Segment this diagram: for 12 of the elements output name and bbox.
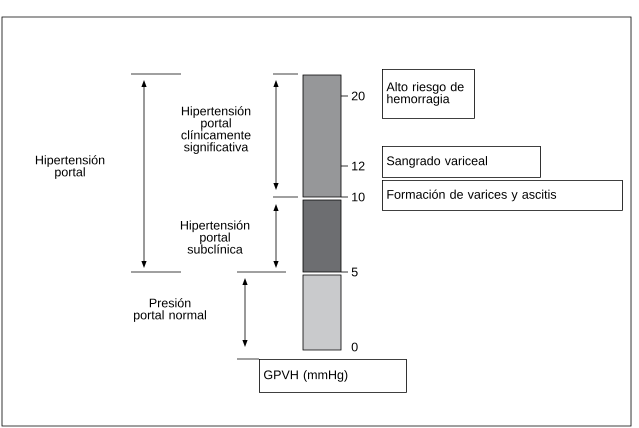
range-label: Presión portal normal [134, 298, 206, 322]
text-box: Sangrado variceal [382, 146, 541, 178]
text-box: Alto riesgo de hemorragia [382, 69, 475, 119]
tick-label: 10 [352, 192, 365, 202]
tick-label: 5 [352, 268, 358, 276]
text-box: GPVH (mmHg) [259, 359, 407, 393]
text-box: Formación de varices y ascitis [382, 180, 623, 211]
tick-label: 20 [352, 92, 365, 100]
range-label: Hipertensión portal subclínica [180, 220, 250, 254]
range-label: Hipertensión portal clínicamente significativa [181, 106, 251, 154]
range-label: Hipertensión portal [36, 155, 104, 179]
tick-label: 12 [352, 162, 364, 170]
